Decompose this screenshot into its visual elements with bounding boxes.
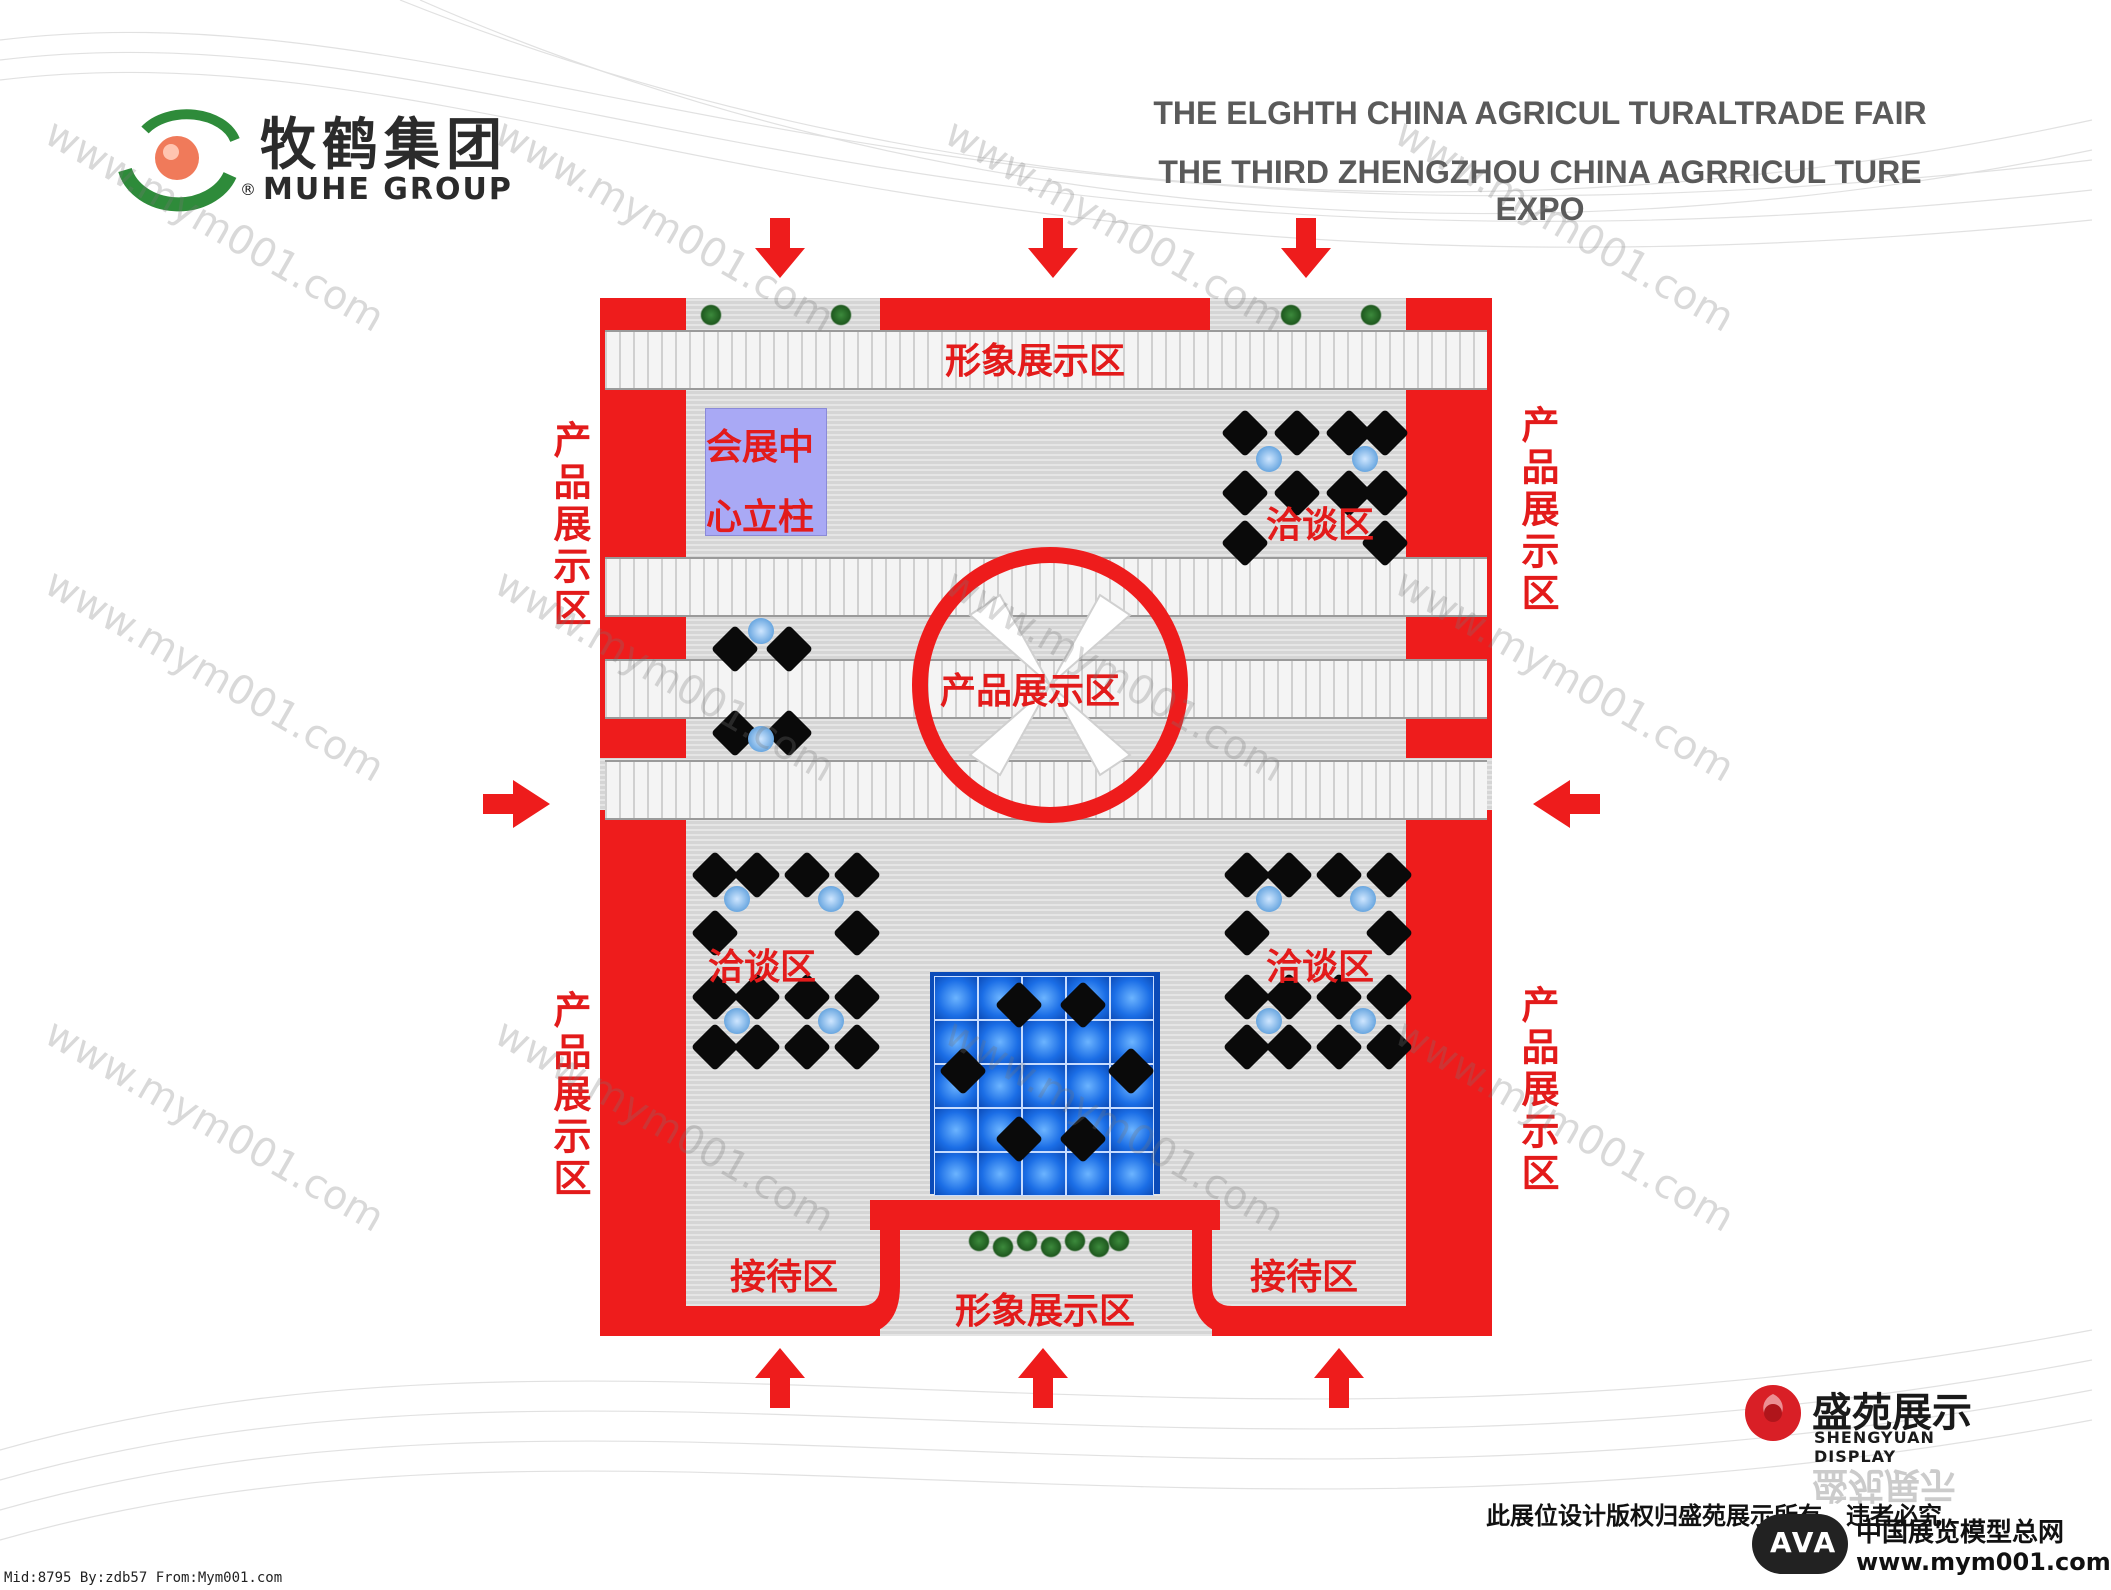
zone-negotiation-top-right-label: 洽谈区 xyxy=(1266,505,1375,546)
wall-top-center xyxy=(880,298,1210,330)
arrow-right-icon xyxy=(483,780,550,828)
arrow-left-icon xyxy=(1533,780,1600,828)
copyright-notice: 此展位设计版权归盛苑展示所有，违者必究 xyxy=(1486,1502,1942,1530)
muhe-logo: ® 牧鹤集团 MUHE GROUP xyxy=(105,100,515,212)
registered-mark: ® xyxy=(240,180,256,199)
zone-product-right-bottom-label: 产品展示区 xyxy=(1515,985,1559,1195)
arrow-down-icon xyxy=(1281,218,1331,278)
negotiation-area-bottom-left xyxy=(690,850,890,1072)
wall-left-lower xyxy=(600,810,686,1336)
truss-top xyxy=(605,330,1487,390)
logo-en-text: MUHE GROUP xyxy=(263,172,513,207)
footer-meta: Mid:8795 By:zdb57 From:Mym001.com xyxy=(4,1570,283,1586)
expo-title: THE ELGHTH CHINA AGRICUL TURALTRADE FAIR… xyxy=(1150,95,1930,228)
arrow-down-icon xyxy=(755,218,805,278)
brand-en-text: SHENGYUAN DISPLAY xyxy=(1814,1428,1935,1466)
negotiation-area-bottom-right xyxy=(1222,850,1422,1072)
rose-logo-icon xyxy=(1745,1385,1801,1441)
arrow-up-icon xyxy=(755,1348,805,1408)
zone-image-top-label: 形象展示区 xyxy=(945,341,1126,382)
zone-image-bottom-label: 形象展示区 xyxy=(955,1291,1136,1332)
site-url: www.mym001.com xyxy=(1856,1548,2111,1576)
zone-product-left-bottom-label: 产品展示区 xyxy=(547,990,591,1200)
pillar-label-line1: 会展中 xyxy=(706,427,815,468)
exhibition-pillar xyxy=(705,408,827,536)
plant-row-bottom xyxy=(968,1230,1130,1270)
pillar-label-line2: 心立柱 xyxy=(706,497,815,538)
image-wall-bottom xyxy=(870,1200,1220,1230)
zone-reception-right-label: 接待区 xyxy=(1250,1257,1359,1298)
water-feature-grid xyxy=(930,972,1160,1196)
brand-cn-text: 盛苑展示 xyxy=(1812,1390,1972,1436)
zone-product-center-label: 产品展示区 xyxy=(940,671,1121,712)
zone-negotiation-bottom-left-label: 洽谈区 xyxy=(708,947,817,988)
title-line-1: THE ELGHTH CHINA AGRICUL TURALTRADE FAIR xyxy=(1153,95,1927,131)
plant-row-top xyxy=(700,300,1400,330)
title-line-2: THE THIRD ZHENGZHOU CHINA AGRRICUL TURE … xyxy=(1158,154,1922,227)
negotiation-area-mid-left xyxy=(710,618,822,758)
negotiation-area-top-right xyxy=(1220,408,1410,568)
central-display-ring xyxy=(912,547,1188,823)
zone-negotiation-bottom-right-label: 洽谈区 xyxy=(1266,947,1375,988)
site-badge-text: AVA xyxy=(1770,1526,1838,1559)
site-name: 中国展览模型总网 xyxy=(1856,1518,2065,1548)
zone-reception-left-label: 接待区 xyxy=(730,1257,839,1298)
wall-right-lower xyxy=(1406,810,1492,1336)
arrow-down-icon xyxy=(1028,218,1078,278)
muhe-emblem-icon xyxy=(118,109,240,212)
site-badge: AVA xyxy=(1752,1514,1848,1574)
logo-cn-text: 牧鹤集团 xyxy=(260,113,508,178)
zone-product-right-top-label: 产品展示区 xyxy=(1515,405,1559,615)
arrow-up-icon xyxy=(1018,1348,1068,1408)
zone-product-left-top-label: 产品展示区 xyxy=(547,420,591,630)
arrow-up-icon xyxy=(1314,1348,1364,1408)
shengyuan-brand: 盛苑展示 SHENGYUAN DISPLAY xyxy=(1742,1380,2002,1466)
